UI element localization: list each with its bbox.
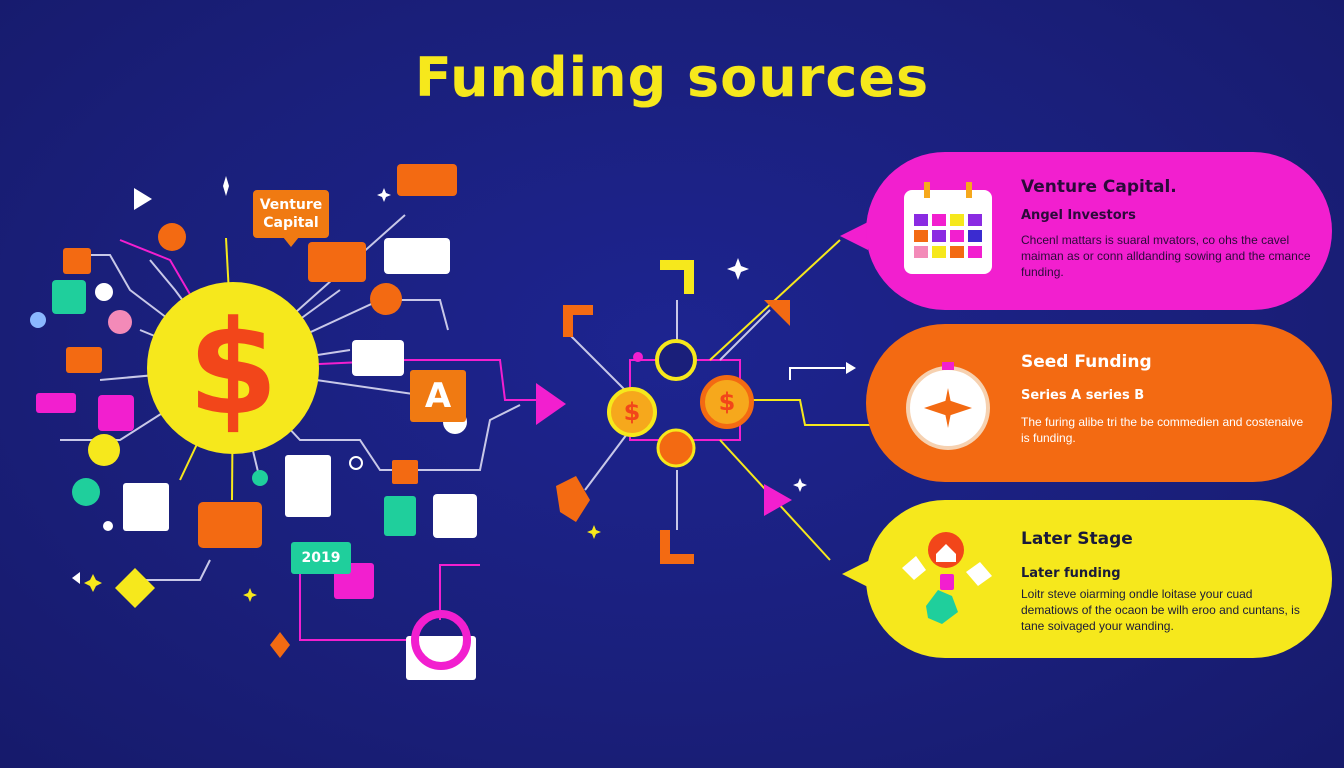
puzzle-icon — [556, 476, 590, 522]
connector-line — [789, 367, 845, 380]
sparkle-icon — [243, 588, 257, 602]
chat-icon — [198, 502, 262, 548]
card-title: Later Stage — [1021, 529, 1133, 549]
card-pointer — [842, 560, 870, 588]
mail-icon — [392, 460, 418, 484]
chat-icon — [66, 347, 102, 373]
play-icon — [134, 188, 152, 210]
diamond-icon — [115, 568, 155, 608]
tag-icon — [397, 164, 457, 196]
chat-icon — [352, 340, 404, 376]
connector-line — [584, 429, 631, 491]
person-icon — [656, 428, 696, 468]
hub-coin-right: $ — [700, 375, 754, 429]
card-subtitle: Series A series B — [1021, 388, 1145, 403]
year-tile: 2019 — [291, 542, 351, 574]
stopwatch-icon — [906, 362, 990, 450]
card-pointer — [840, 222, 868, 250]
card-title: Seed Funding — [1021, 352, 1152, 372]
sparkle-icon — [223, 176, 229, 196]
arrow-icon — [846, 362, 856, 374]
twitter-icon — [384, 496, 416, 536]
chart-icon — [52, 280, 86, 314]
dot-icon — [30, 312, 46, 328]
connector-line — [719, 309, 771, 361]
connector-line — [130, 559, 211, 581]
dot-icon — [633, 352, 643, 362]
dot-icon — [349, 456, 363, 470]
card-body: Loitr steve oiarming ondle loitase your … — [1021, 587, 1300, 633]
sparkle-icon — [793, 478, 807, 492]
card-seed-funding: Seed Funding Series A series B The furin… — [866, 324, 1332, 482]
chart-icon — [384, 238, 450, 274]
chat-icon — [72, 478, 100, 506]
dot-icon — [252, 470, 268, 486]
sparkle-icon — [727, 258, 749, 280]
sparkle-icon — [377, 188, 391, 202]
gear-icon — [370, 283, 402, 315]
arrow-icon — [536, 383, 566, 425]
venture-capital-bubble: Venture Capital — [253, 190, 329, 247]
card-title: Venture Capital. — [1021, 177, 1177, 197]
bracket-icon — [660, 530, 694, 564]
dot-icon — [103, 521, 113, 531]
sparkle-icon — [84, 574, 102, 592]
magnet-icon — [411, 610, 471, 670]
arrow-icon — [764, 484, 792, 516]
connector-line — [232, 367, 521, 471]
arrow-icon — [72, 572, 80, 584]
user-icon — [63, 248, 91, 274]
arrow-icon — [764, 300, 790, 326]
card-body: The furing alibe tri the be commedien an… — [1021, 415, 1304, 445]
bar-chart-icon — [285, 455, 331, 517]
connector-line — [439, 564, 480, 620]
hub-coin-left: $ — [607, 387, 657, 437]
envelope-icon — [406, 636, 476, 680]
sparkle-icon — [587, 525, 601, 539]
connector-line — [750, 399, 870, 426]
connector-line — [232, 359, 540, 401]
shield-icon — [88, 434, 120, 466]
calendar-icon — [904, 182, 992, 274]
connector-line — [299, 570, 410, 641]
document-icon — [123, 483, 169, 531]
dot-icon — [95, 283, 113, 301]
home-icon — [98, 395, 134, 431]
chart-icon — [308, 242, 366, 282]
bag-icon — [108, 310, 132, 334]
bracket-icon — [563, 305, 593, 337]
card-subtitle: Angel Investors — [1021, 208, 1136, 223]
house-growth-icon — [902, 532, 992, 624]
card-venture-capital: Venture Capital. Angel Investors Chcenl … — [866, 152, 1332, 310]
alert-icon — [158, 223, 186, 251]
dollar-coin: $ — [147, 282, 319, 454]
tools-icon — [655, 339, 697, 381]
card-body: Chcenl mattars is suaral mvators, co ohs… — [1021, 233, 1311, 279]
label-icon — [36, 393, 76, 413]
diamond-icon — [270, 632, 290, 658]
connector-line — [564, 329, 631, 396]
card-subtitle: Later funding — [1021, 566, 1121, 581]
card-later-stage: Later Stage Later funding Loitr steve oi… — [866, 500, 1332, 658]
gmail-icon — [433, 494, 477, 538]
letter-tile: A — [410, 370, 466, 422]
page-title: Funding sources — [414, 46, 930, 109]
bracket-icon — [660, 260, 694, 294]
